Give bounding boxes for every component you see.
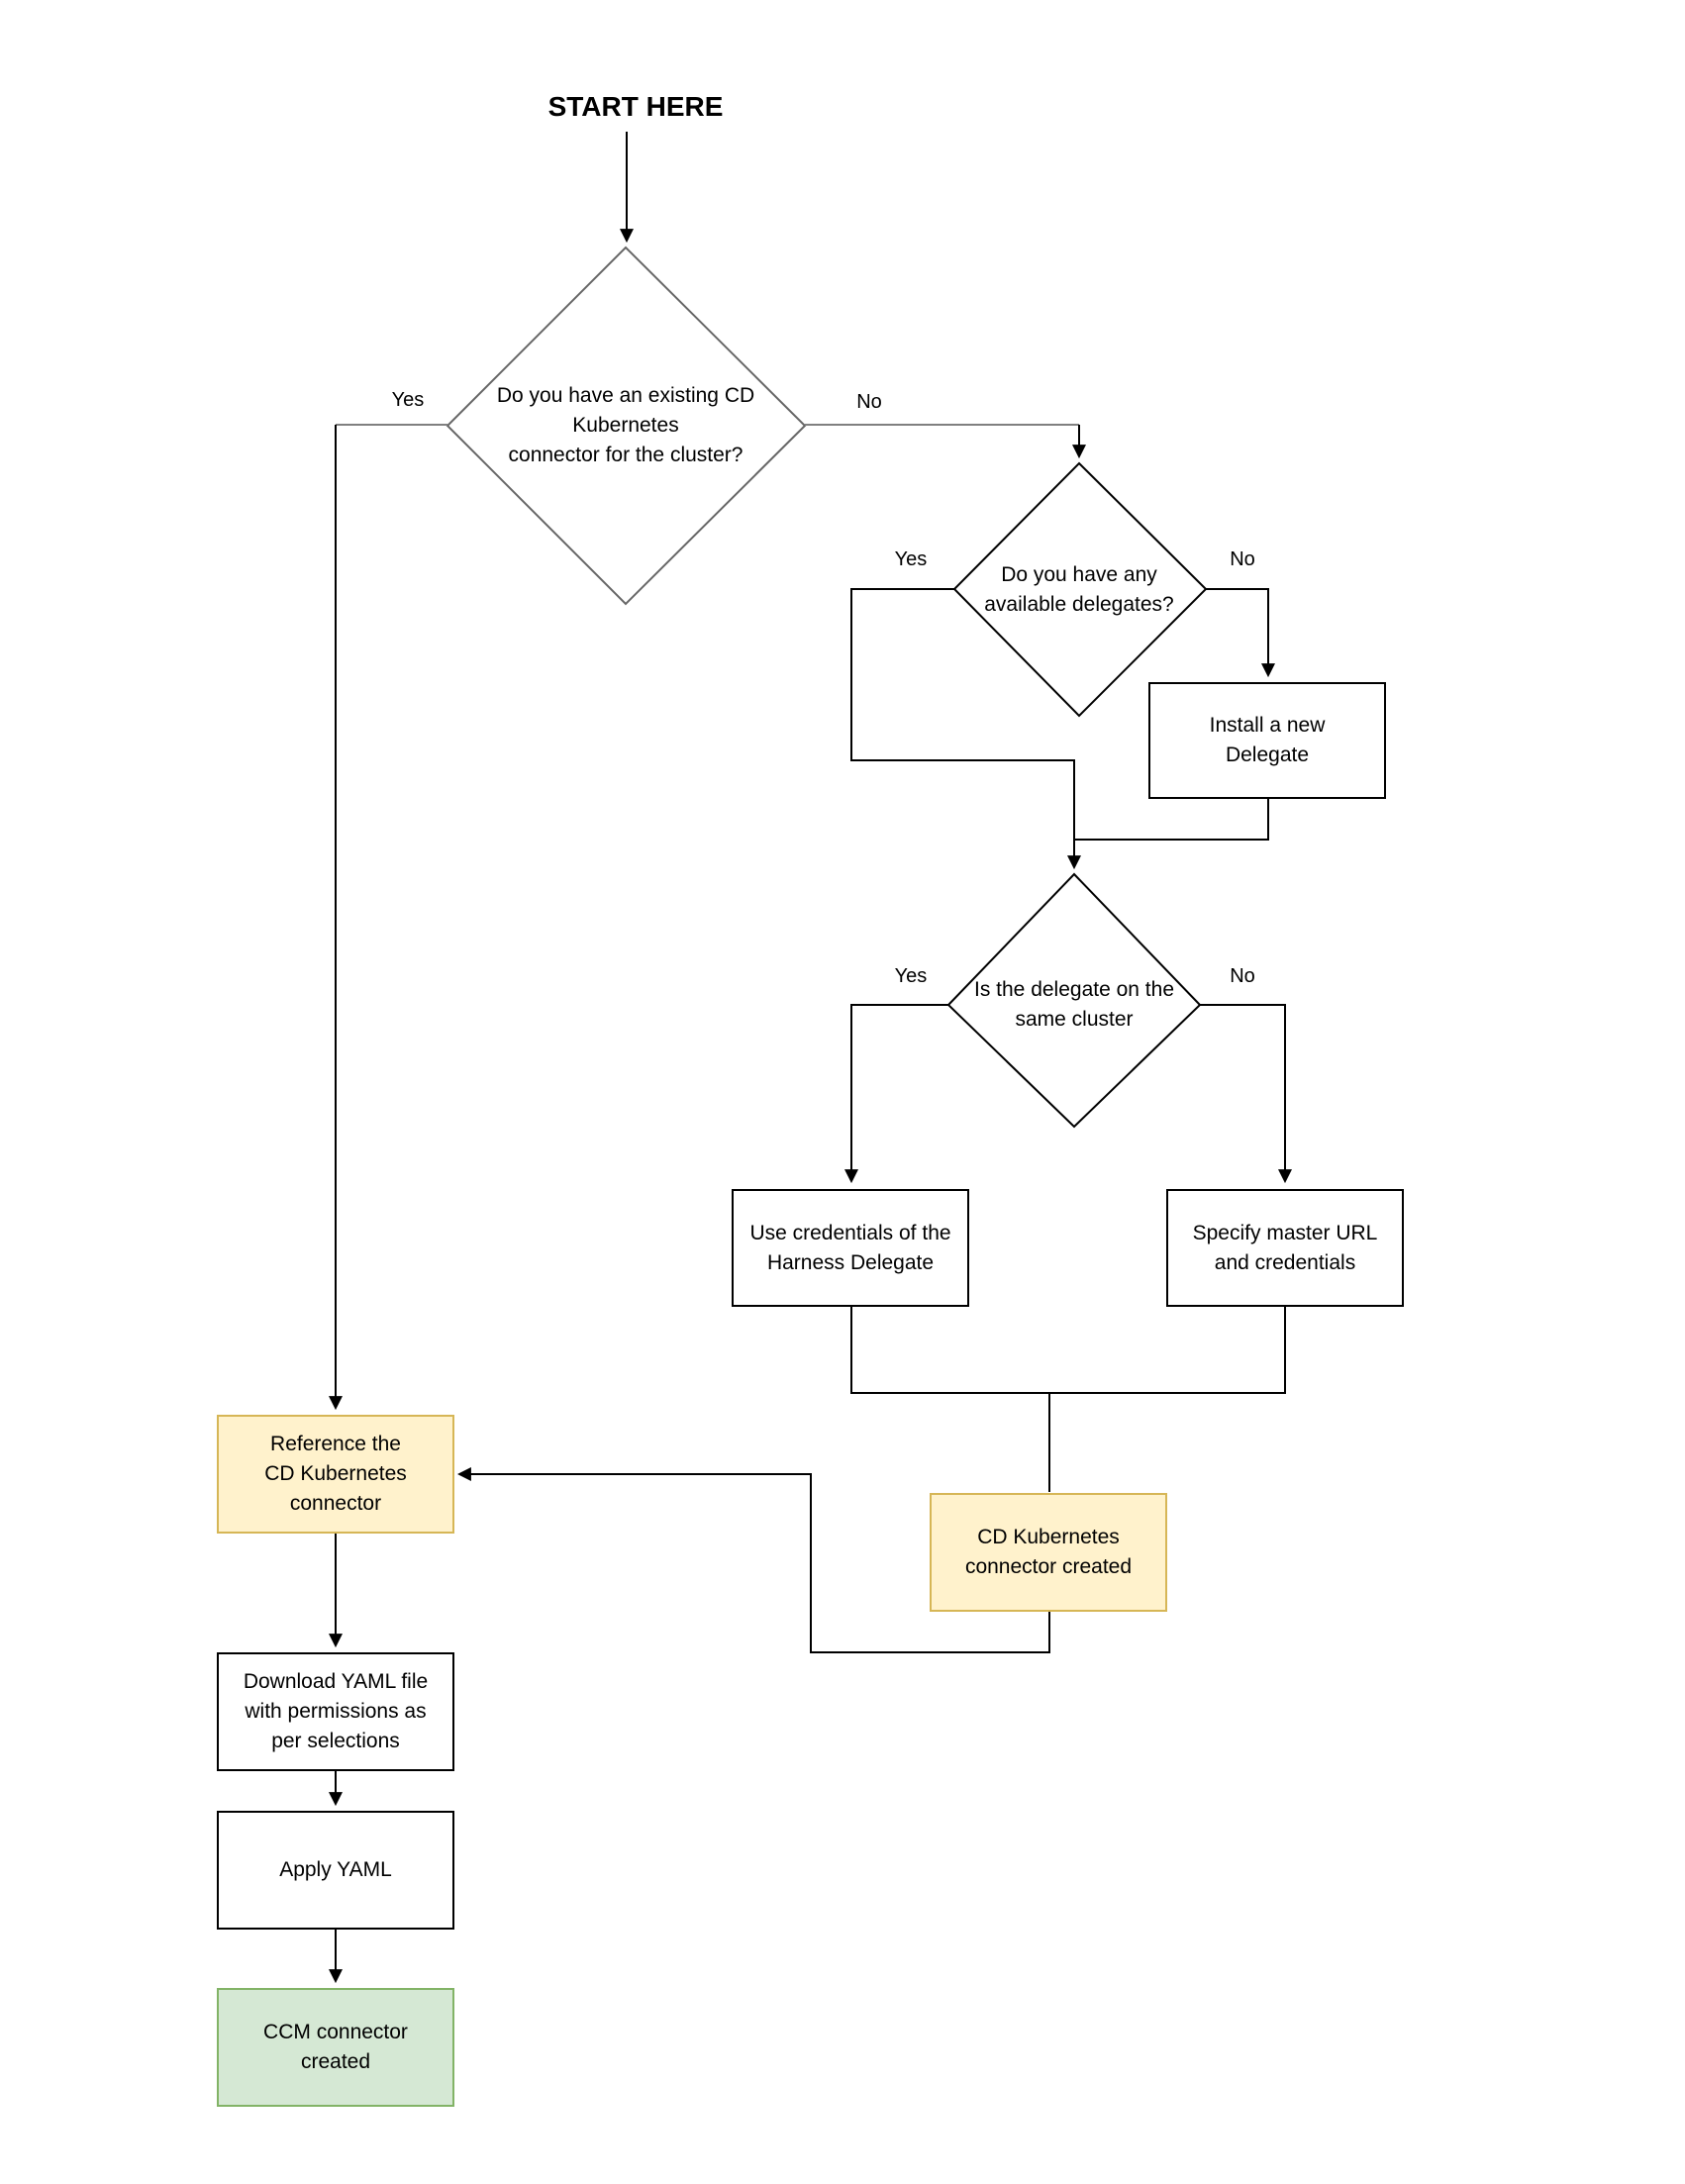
download-yaml-label: Download YAML file with permissions as p… xyxy=(243,1670,429,1752)
edge-cd-created-to-reference xyxy=(456,1467,1050,1653)
download-yaml-box: Download YAML file with permissions as p… xyxy=(217,1652,454,1771)
install-delegate-label: Install a new Delegate xyxy=(1209,714,1326,766)
start-here-title: START HERE xyxy=(547,91,724,122)
edge-decision3-no-to-specify xyxy=(1200,1004,1292,1184)
decision-diamond-same-cluster xyxy=(946,872,1202,1129)
edge-label-delegates-yes: Yes xyxy=(894,548,928,570)
edge-label-delegates-no: No xyxy=(1230,548,1255,570)
ccm-connector-created-label: CCM connector created xyxy=(263,2021,408,2073)
edge-label-existing-no: No xyxy=(856,391,882,413)
apply-yaml-box: Apply YAML xyxy=(217,1811,454,1930)
specify-master-url-label: Specify master URL and credentials xyxy=(1192,1221,1378,1274)
edge-specify-to-cd-created xyxy=(1050,1307,1286,1394)
install-delegate-box: Install a new Delegate xyxy=(1148,682,1386,799)
edge-label-existing-yes: Yes xyxy=(391,389,425,411)
edge-decision2-yes-to-decision3 xyxy=(850,588,1081,870)
edge-use-credentials-to-cd-created xyxy=(850,1307,1050,1492)
edge-decision2-no-to-install xyxy=(1206,588,1275,678)
reference-connector-label: Reference the CD Kubernetes connector xyxy=(264,1433,407,1515)
ccm-connector-created-box: CCM connector created xyxy=(217,1988,454,2107)
use-credentials-label: Use credentials of the Harness Delegate xyxy=(749,1221,951,1274)
specify-master-url-box: Specify master URL and credentials xyxy=(1166,1189,1404,1307)
decision-diamond-existing-connector xyxy=(446,246,807,606)
apply-yaml-label: Apply YAML xyxy=(279,1858,392,1881)
edge-decision3-yes-to-use-credentials xyxy=(844,1004,948,1184)
cd-connector-created-label: CD Kubernetes connector created xyxy=(964,1526,1133,1578)
edge-label-same-cluster-no: No xyxy=(1230,965,1255,987)
use-credentials-box: Use credentials of the Harness Delegate xyxy=(732,1189,969,1307)
edge-label-same-cluster-yes: Yes xyxy=(894,965,928,987)
cd-connector-created-box: CD Kubernetes connector created xyxy=(930,1493,1167,1612)
edge-install-to-decision3 xyxy=(1074,799,1269,841)
reference-connector-box: Reference the CD Kubernetes connector xyxy=(217,1415,454,1534)
decision-diamond-available-delegates xyxy=(952,461,1208,718)
